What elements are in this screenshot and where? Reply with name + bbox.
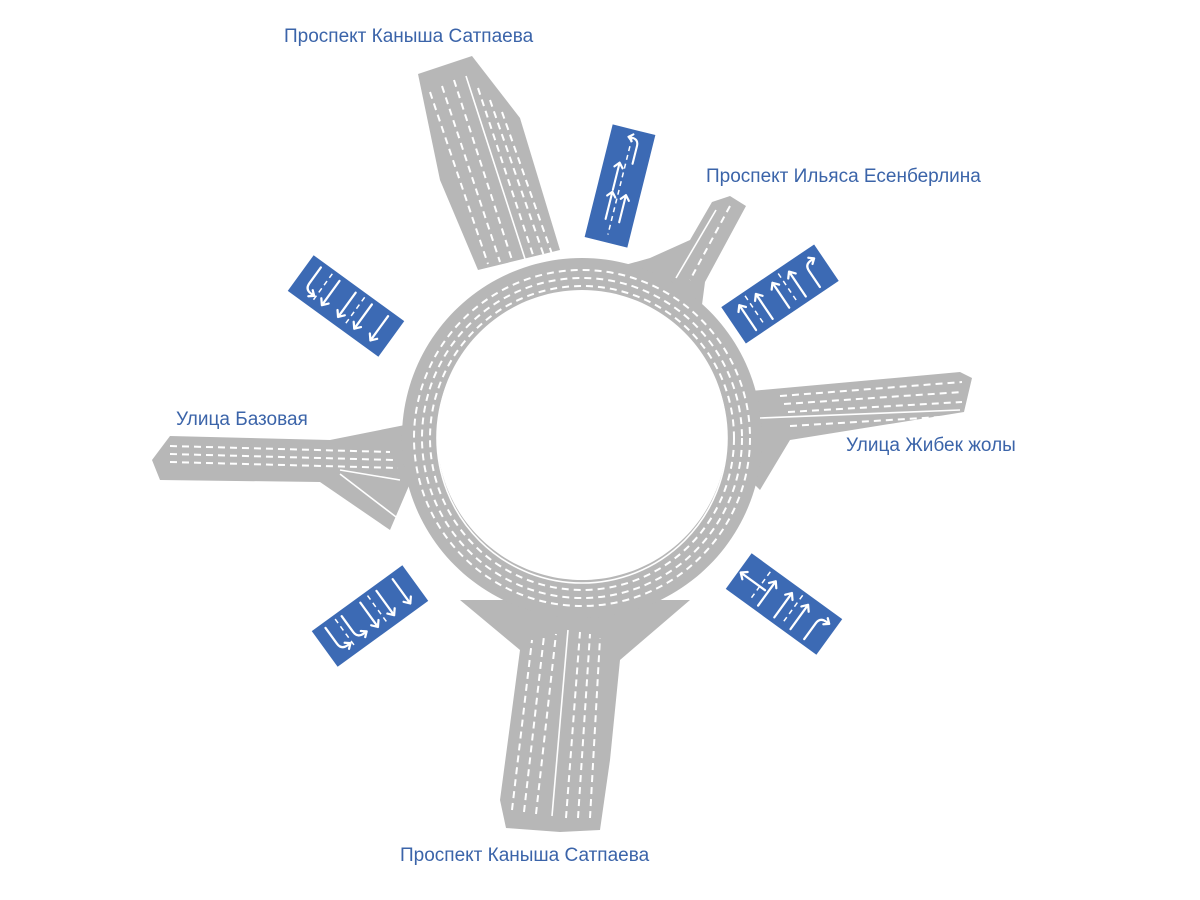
- east-lanes: [759, 381, 963, 427]
- road-arm-west: [152, 422, 420, 530]
- street-label-west: Улица Базовая: [176, 409, 308, 430]
- road-network: [152, 56, 972, 832]
- ring-inner-edge: [436, 292, 728, 584]
- lane-sign-southeast: [725, 553, 843, 655]
- street-label-east: Улица Жибек жолы: [846, 435, 1016, 456]
- north-lanes: [429, 75, 553, 265]
- ring-lane-1: [429, 285, 735, 591]
- street-label-south: Проспект Каныша Сатпаева: [400, 845, 650, 866]
- lane-sign-north: [565, 124, 656, 248]
- street-label-north: Проспект Каныша Сатпаева: [284, 26, 534, 47]
- road-arm-north: [418, 56, 560, 270]
- street-labels: Проспект Каныша Сатпаева Проспект Ильяса…: [176, 26, 1016, 866]
- lane-sign-northwest: [287, 255, 405, 357]
- road-arm-northeast: [600, 196, 746, 320]
- road-arm-south: [460, 600, 690, 832]
- northeast-lanes: [675, 205, 731, 281]
- west-lanes: [169, 445, 401, 521]
- lane-signs: [287, 124, 843, 667]
- lane-sign-northeast: [721, 244, 839, 344]
- lane-sign-southwest: [311, 565, 429, 667]
- left-turn-icon: [565, 169, 598, 189]
- street-label-northeast: Проспект Ильяса Есенберлина: [706, 166, 981, 187]
- road-markings: [169, 75, 963, 819]
- ring-lane-2: [421, 277, 743, 599]
- road-arm-east: [740, 372, 972, 490]
- ring-lane-3: [413, 269, 751, 607]
- south-lanes: [511, 629, 601, 819]
- ring-road: [401, 258, 762, 618]
